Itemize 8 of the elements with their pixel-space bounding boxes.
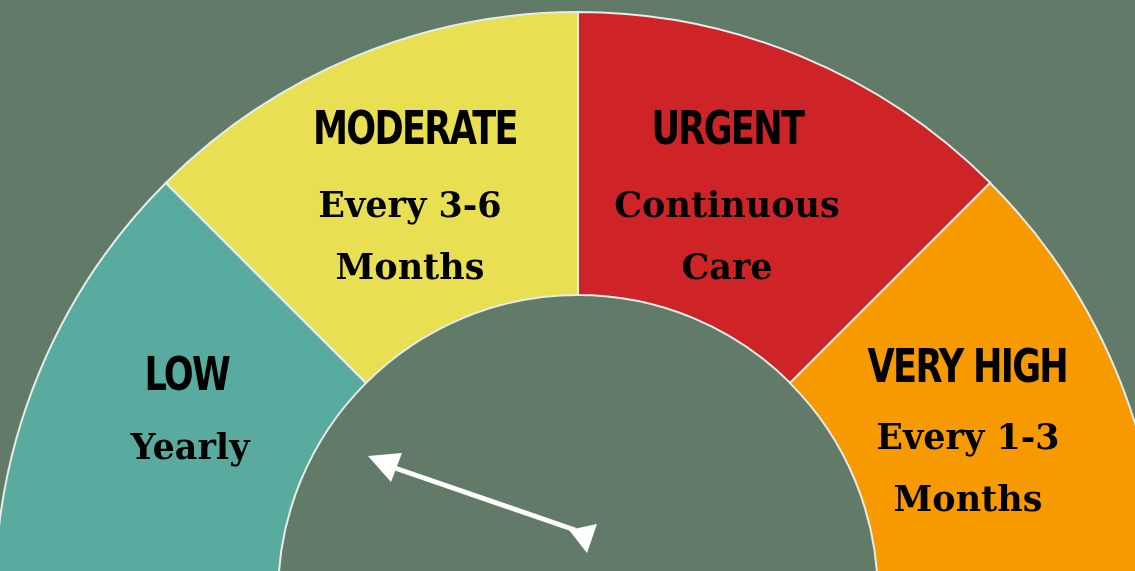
level-heading: URGENT <box>650 102 803 154</box>
frequency-text: Continuous Care <box>613 183 841 289</box>
level-heading: MODERATE <box>312 102 517 154</box>
level-heading: LOW <box>144 348 230 400</box>
frequency-text: Every 3-6 Months <box>317 183 503 289</box>
frequency-text: Every 1-3 Months <box>875 415 1061 521</box>
level-heading: VERY HIGH <box>868 340 1068 392</box>
frequency-text: Yearly <box>129 425 252 469</box>
